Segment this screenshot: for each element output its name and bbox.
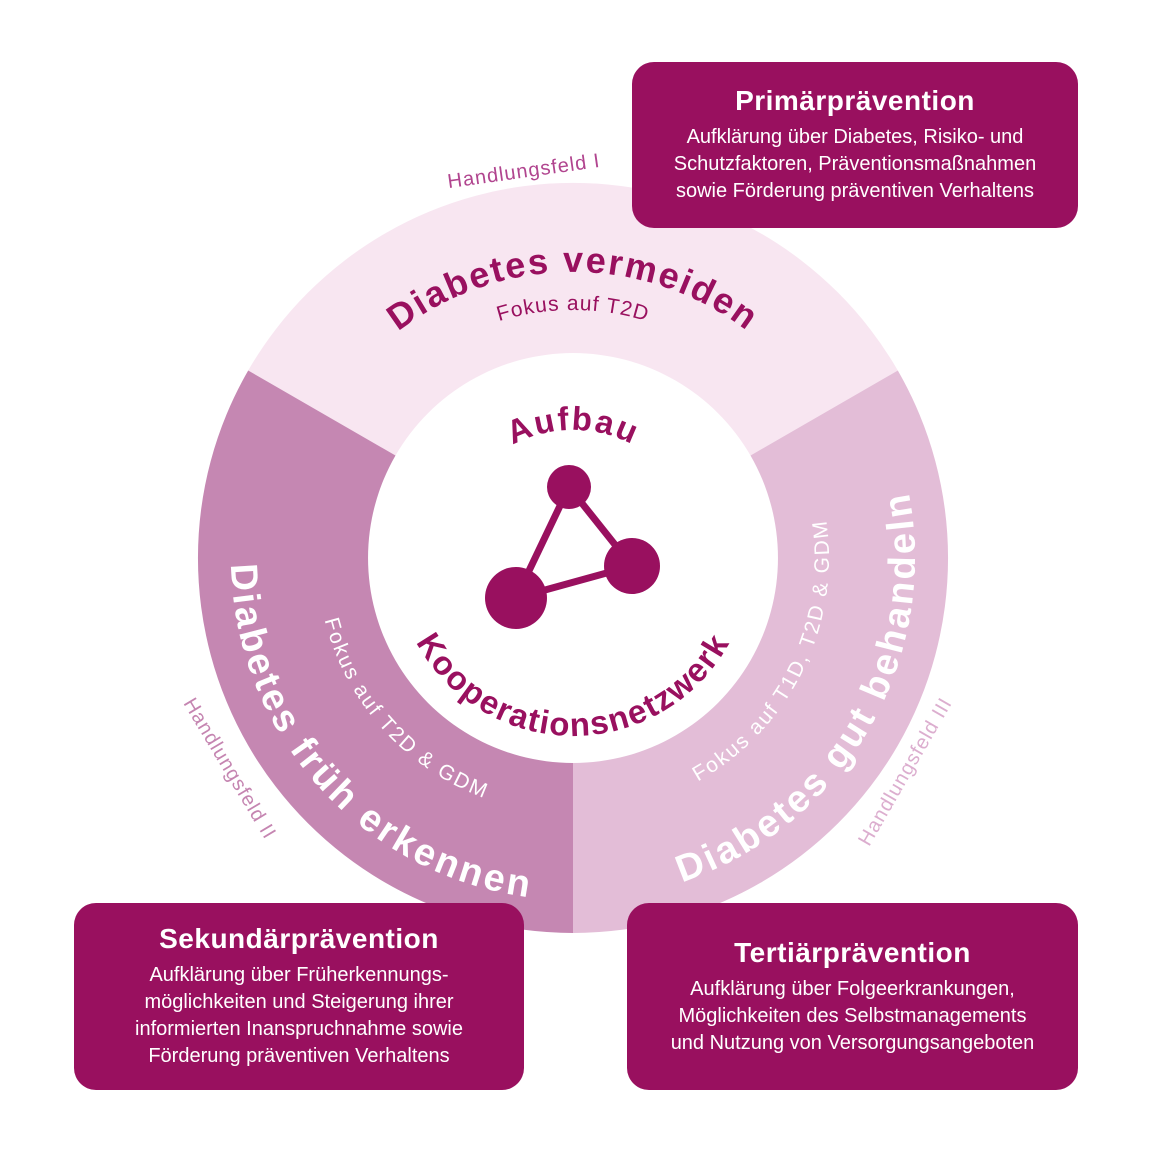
tertiary-prevention-title: Tertiärprävention xyxy=(734,936,971,968)
center-title-aufbau: Aufbau xyxy=(501,400,645,452)
primary-prevention-body: Aufklärung über Diabetes, Risiko- und Sc… xyxy=(673,126,1037,202)
center-title-kooperationsnetzwerk: Kooperationsnetzwerk xyxy=(410,626,736,743)
secondary-prevention-box: Sekundärprävention Aufklärung über Frühe… xyxy=(74,903,524,1090)
primary-prevention-box: Primärprävention Aufklärung über Diabete… xyxy=(632,62,1078,228)
network-icon xyxy=(485,465,660,629)
segment-diabetes-gut-behandeln xyxy=(573,370,949,933)
segment-diabetes-vermeiden xyxy=(248,182,898,456)
segment-diabetes-frueh-erkennen xyxy=(197,370,573,933)
secondary-prevention-title: Sekundärprävention xyxy=(159,923,439,954)
secondary-prevention-body: Aufklärung über Früherkennungs- möglichk… xyxy=(135,964,463,1067)
primary-prevention-title: Primärprävention xyxy=(735,85,975,116)
tertiary-prevention-box: Tertiärprävention Aufklärung über Folgee… xyxy=(627,903,1078,1090)
tertiary-prevention-body: Aufklärung über Folgeerkrankungen, Mögli… xyxy=(670,977,1035,1054)
